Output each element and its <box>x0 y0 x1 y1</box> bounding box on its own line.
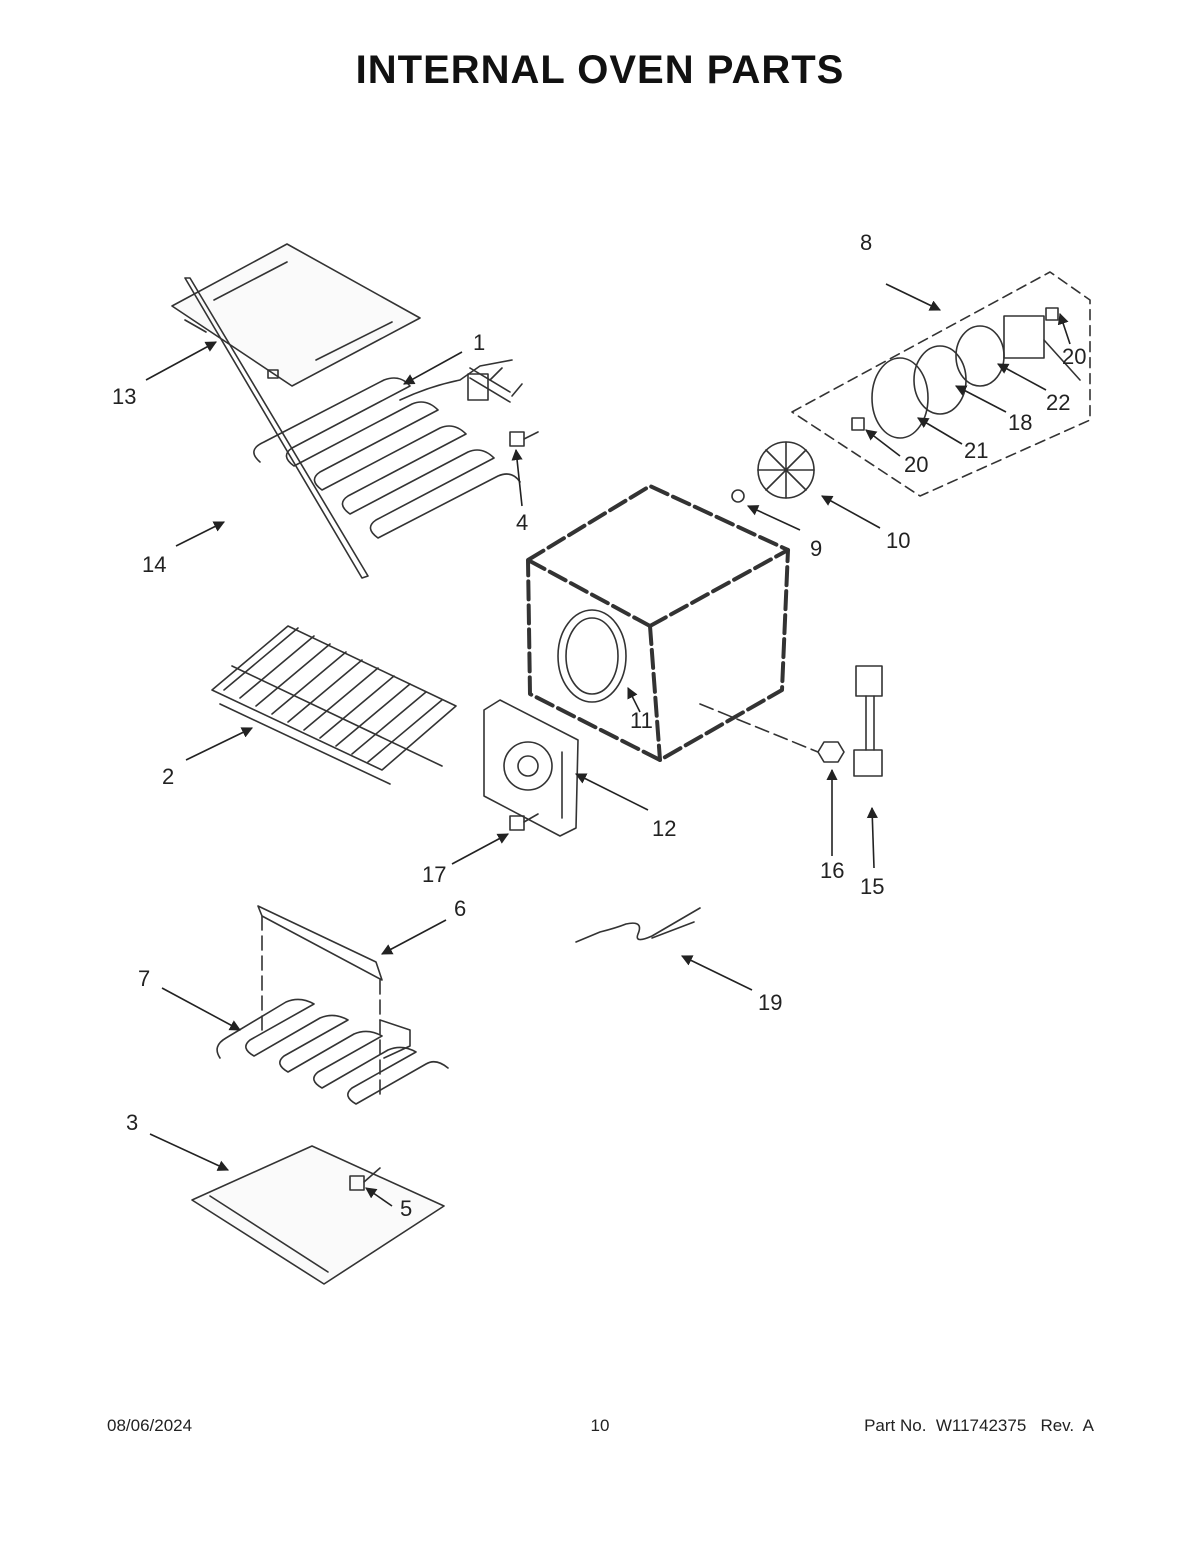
page-title: INTERNAL OVEN PARTS <box>355 48 845 92</box>
motor-plate-part <box>852 308 1080 438</box>
leader-18 <box>955 385 1007 413</box>
callout-15: 15 <box>860 874 884 899</box>
leader-13 <box>145 341 217 381</box>
leader-21 <box>917 417 963 445</box>
broil-element-part <box>254 360 522 538</box>
callout-16: 16 <box>820 858 844 883</box>
callout-18: 18 <box>1008 410 1032 435</box>
callout-21: 21 <box>964 438 988 463</box>
footer-page-number: 10 <box>590 1416 610 1435</box>
callout-7: 7 <box>138 966 150 991</box>
oven-rack-part <box>212 626 456 784</box>
fan-motor-kit-box <box>792 272 1090 496</box>
leader-2 <box>185 727 254 761</box>
top-panel-part <box>172 244 420 386</box>
screw-part-17 <box>510 814 538 830</box>
callout-22: 22 <box>1046 390 1070 415</box>
leader-3 <box>149 1133 230 1171</box>
probe-part <box>576 908 700 942</box>
callout-19: 19 <box>758 990 782 1015</box>
leader-6 <box>381 919 447 955</box>
temperature-sensor-part <box>854 666 882 776</box>
callout-12: 12 <box>652 816 676 841</box>
callout-1: 1 <box>473 330 485 355</box>
leader-1 <box>403 351 463 385</box>
callout-2: 2 <box>162 764 174 789</box>
callout-13: 13 <box>112 384 136 409</box>
leader-17 <box>451 833 509 865</box>
leader-22 <box>997 363 1047 391</box>
leader-8 <box>885 283 942 311</box>
callout-3: 3 <box>126 1110 138 1135</box>
nut-part <box>818 742 844 762</box>
callout-14: 14 <box>142 552 166 577</box>
leader-5 <box>365 1187 393 1207</box>
footer-part-number: Part No. W11742375 Rev. A <box>864 1416 1094 1435</box>
callout-20b: 20 <box>904 452 928 477</box>
callout-6: 6 <box>454 896 466 921</box>
leader-4 <box>511 448 523 507</box>
bottom-panel-part <box>192 1146 444 1284</box>
fan-blade-part <box>732 442 814 502</box>
leader-10 <box>821 495 881 529</box>
sensor-guide-line <box>699 703 819 753</box>
screw-part <box>510 432 538 446</box>
leader-20b <box>865 429 901 457</box>
leader-14 <box>175 521 226 547</box>
leader-12 <box>574 773 649 811</box>
callout-8: 8 <box>860 230 872 255</box>
leader-15 <box>866 806 878 869</box>
callout-4: 4 <box>516 510 528 535</box>
callout-9: 9 <box>810 536 822 561</box>
callout-10: 10 <box>886 528 910 553</box>
screw-part-5 <box>350 1168 380 1190</box>
bake-element-part <box>217 999 448 1104</box>
callout-17: 17 <box>422 862 446 887</box>
leader-20a <box>1057 312 1071 345</box>
leader-7 <box>161 987 241 1031</box>
lower-rail-part <box>258 906 382 1098</box>
callout-20a: 20 <box>1062 344 1086 369</box>
rail-part <box>185 278 368 578</box>
footer-date: 08/06/2024 <box>107 1416 193 1435</box>
leader-11 <box>627 686 641 713</box>
callout-11: 11 <box>630 708 653 733</box>
fan-cover-part <box>484 700 578 836</box>
callout-5: 5 <box>400 1196 412 1221</box>
oven-cavity-part <box>528 486 788 760</box>
leader-9 <box>746 505 801 531</box>
leader-19 <box>680 955 753 991</box>
fan-ring-part <box>558 610 626 702</box>
